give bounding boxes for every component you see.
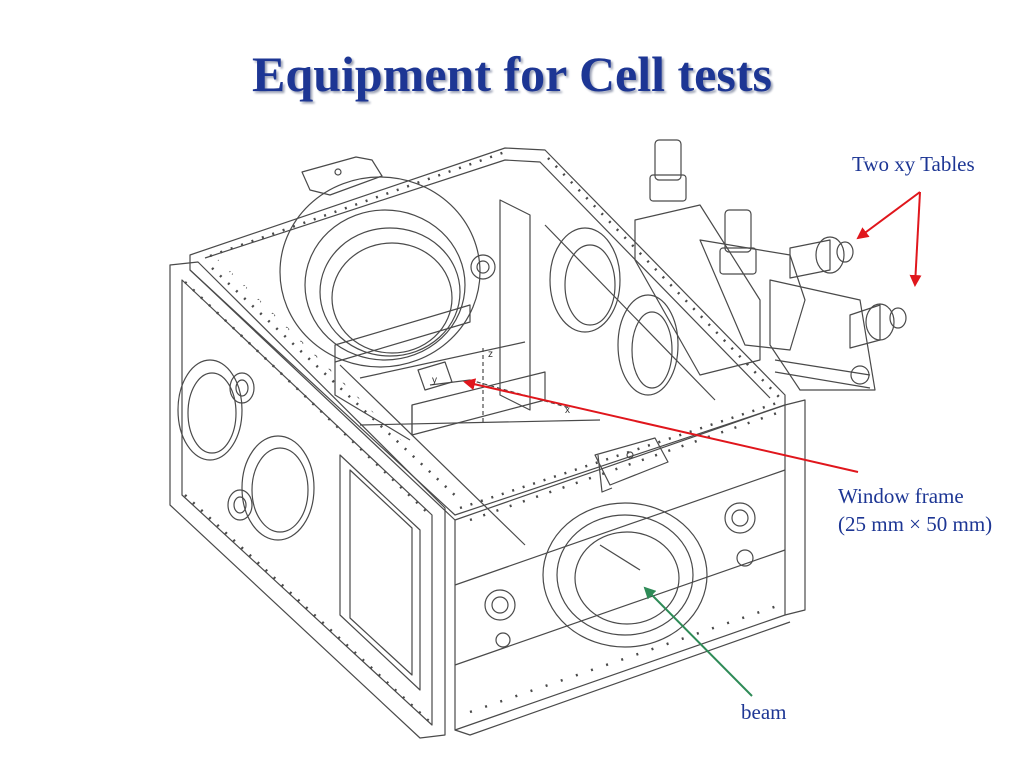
- label-window-frame: Window frame (25 mm × 50 mm): [838, 482, 992, 538]
- front-face: [454, 399, 806, 736]
- front-bracket: [594, 437, 669, 493]
- arrow-to-upper-table: [856, 191, 921, 240]
- arrow-to-lower-table: [909, 191, 922, 287]
- xy-tables: [634, 139, 907, 391]
- inner-right-flanges: [470, 199, 716, 411]
- label-beam: beam: [741, 700, 787, 724]
- axis-label-y: y: [432, 375, 437, 386]
- axis-label-x: x: [565, 405, 570, 416]
- window-frame-assembly: [334, 304, 601, 546]
- back-flange: [279, 176, 481, 368]
- label-window-frame-line2: (25 mm × 50 mm): [838, 512, 993, 536]
- arrow-beam: [643, 586, 753, 697]
- top-frame: [189, 147, 786, 521]
- label-two-xy-tables: Two xy Tables: [852, 152, 975, 176]
- label-window-frame-line1: Window frame: [838, 484, 964, 508]
- top-bracket: [301, 156, 383, 196]
- arrows: [463, 191, 922, 697]
- arrow-to-window-frame: [463, 378, 859, 473]
- left-end-plate: [169, 261, 446, 739]
- axis-label-z: z: [488, 349, 493, 360]
- slide-title: Equipment for Cell tests: [252, 46, 772, 102]
